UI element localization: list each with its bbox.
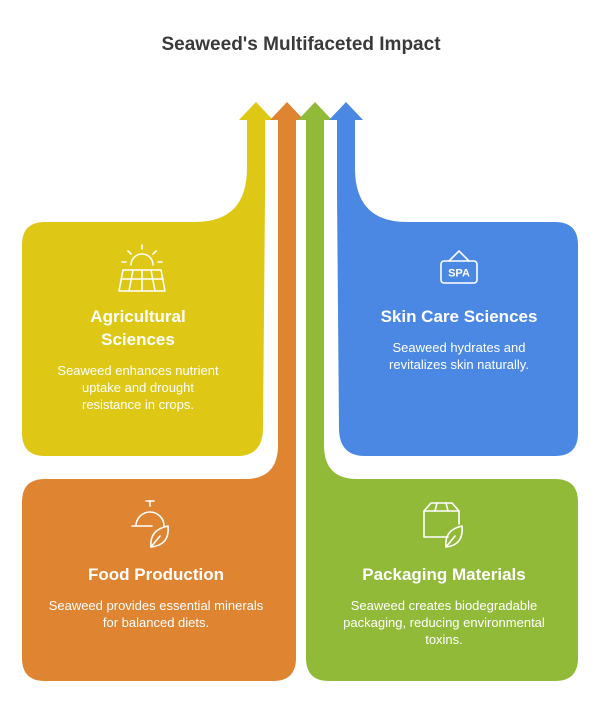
skin-care-description: Seaweed hydrates and revitalizes skin na… [389,340,529,372]
skin-care-card-text: Skin Care Sciences Seaweed hydrates and … [362,305,556,373]
sun-over-field-icon [118,244,166,292]
packaging-description: Seaweed creates biodegradable packaging,… [343,598,545,647]
skin-care-title: Skin Care Sciences [380,307,538,326]
packaging-card-text: Packaging Materials Seaweed creates biod… [336,563,552,648]
svg-text:SPA: SPA [448,268,470,280]
food-card-text: Food Production Seaweed provides essenti… [44,563,268,631]
food-title: Food Production [88,565,224,584]
spa-sign-icon: SPA [440,250,478,284]
plate-with-leaf-icon [131,500,169,548]
packaging-arrow-card [298,102,578,681]
agricultural-description: Seaweed enhances nutrient uptake and dro… [57,363,219,412]
agricultural-title: Agricultural Sciences [90,307,186,349]
box-with-leaf-icon [423,502,463,548]
food-description: Seaweed provides essential minerals for … [48,598,264,630]
agricultural-card-text: Agricultural Sciences Seaweed enhances n… [52,305,224,413]
page-title: Seaweed's Multifaceted Impact [161,34,441,55]
food-arrow-card [22,102,304,681]
skin-care-arrow-card [329,102,578,456]
packaging-title: Packaging Materials [362,565,526,584]
